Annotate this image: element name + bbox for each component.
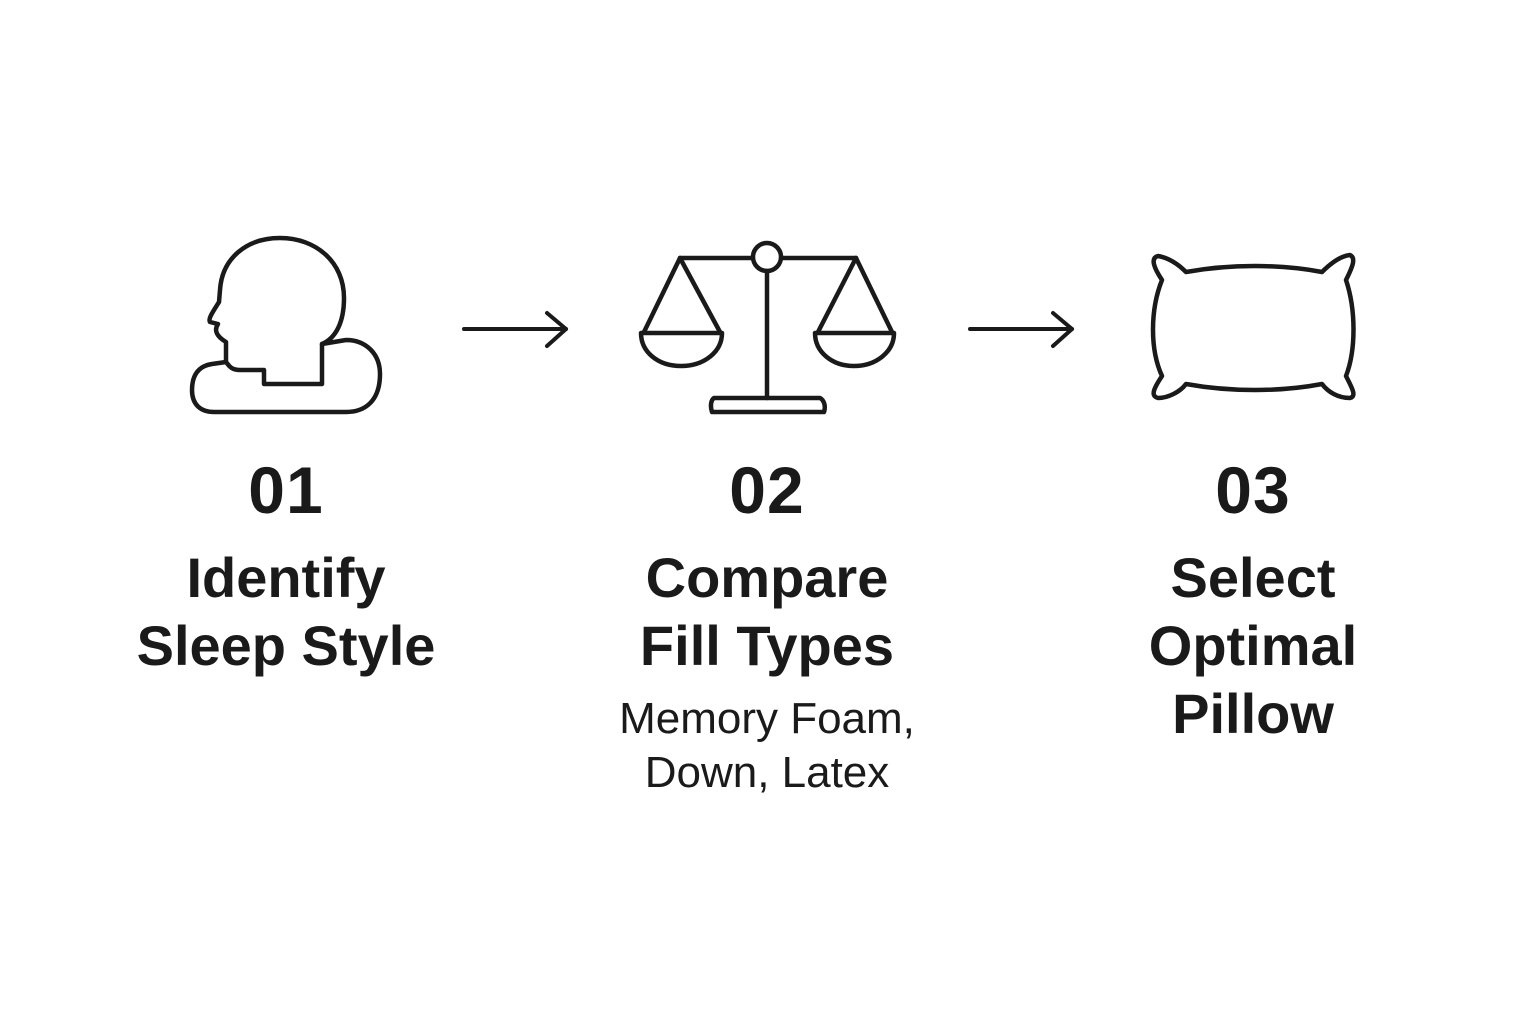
step-title: Compare Fill Types [547, 544, 987, 680]
step-title: Identify Sleep Style [66, 544, 506, 680]
arrow-right-icon [460, 310, 572, 350]
step-number: 01 [248, 453, 324, 527]
step-1: 01 Identify Sleep Style [66, 454, 506, 680]
step-3: 03 Select Optimal Pillow [1033, 454, 1473, 748]
step-title-line: Pillow [1172, 682, 1334, 745]
step-description-line: Down, Latex [644, 748, 890, 797]
step-title-line: Optimal [1148, 614, 1358, 677]
step-title-line: Compare [645, 546, 889, 609]
arrow-right-icon [966, 310, 1078, 350]
step-number: 03 [1215, 453, 1291, 527]
pillow-icon [1146, 248, 1360, 406]
step-2: 02 Compare Fill Types Memory Foam, Down,… [547, 454, 987, 800]
balance-scale-icon [636, 236, 900, 418]
step-description: Memory Foam, Down, Latex [547, 692, 987, 800]
step-number: 02 [729, 453, 805, 527]
step-title-line: Identify [186, 546, 386, 609]
step-description-line: Memory Foam, [619, 694, 915, 743]
step-title-line: Fill Types [639, 614, 895, 677]
step-title: Select Optimal Pillow [1033, 544, 1473, 748]
head-on-pillow-icon [186, 232, 386, 422]
step-title-line: Select [1170, 546, 1336, 609]
step-title-line: Sleep Style [136, 614, 436, 677]
